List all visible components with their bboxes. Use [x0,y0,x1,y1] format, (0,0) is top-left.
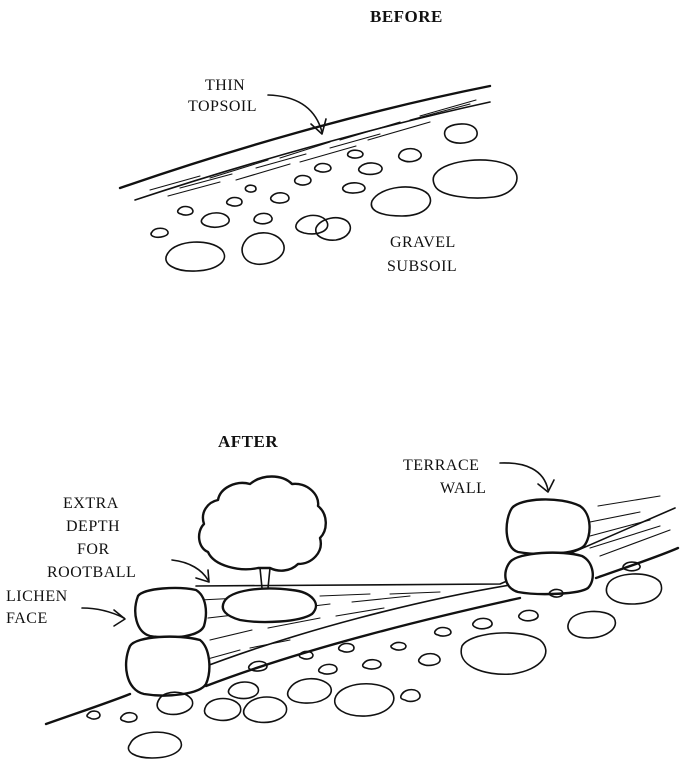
lichen-arrow-icon [82,608,125,626]
lichen-label-line-2: FACE [6,610,48,627]
lichen-label-line-1: LICHEN [6,588,68,605]
before-panel: BEFORE THIN TOPSOIL [120,7,517,275]
after-panel: AFTER EXTRA DEPTH FOR ROOTBALL LICHEN FA… [6,432,678,758]
rootball-arrow-icon [172,560,209,582]
topsoil-label-line-1: THIN [205,77,245,94]
depth-label-line-4: ROOTBALL [47,564,136,581]
gravel-stones [151,124,517,271]
tree-icon [199,477,326,596]
terrace-wall [505,499,592,594]
terrace-label-line-2: WALL [440,480,486,497]
after-heading: AFTER [218,432,278,451]
depth-label-line-1: EXTRA [63,495,119,512]
subsoil-label-line-1: GRAVEL [390,234,456,251]
terrace-label-line-1: TERRACE [403,457,479,474]
depth-label-line-2: DEPTH [66,518,120,535]
rootball [223,589,316,623]
before-heading: BEFORE [370,7,443,26]
terrace-arrow-icon [500,463,554,492]
topsoil-label-line-2: TOPSOIL [188,98,257,115]
subsoil-label-line-2: SUBSOIL [387,258,457,275]
depth-label-line-3: FOR [77,541,110,558]
left-wall [126,588,209,696]
